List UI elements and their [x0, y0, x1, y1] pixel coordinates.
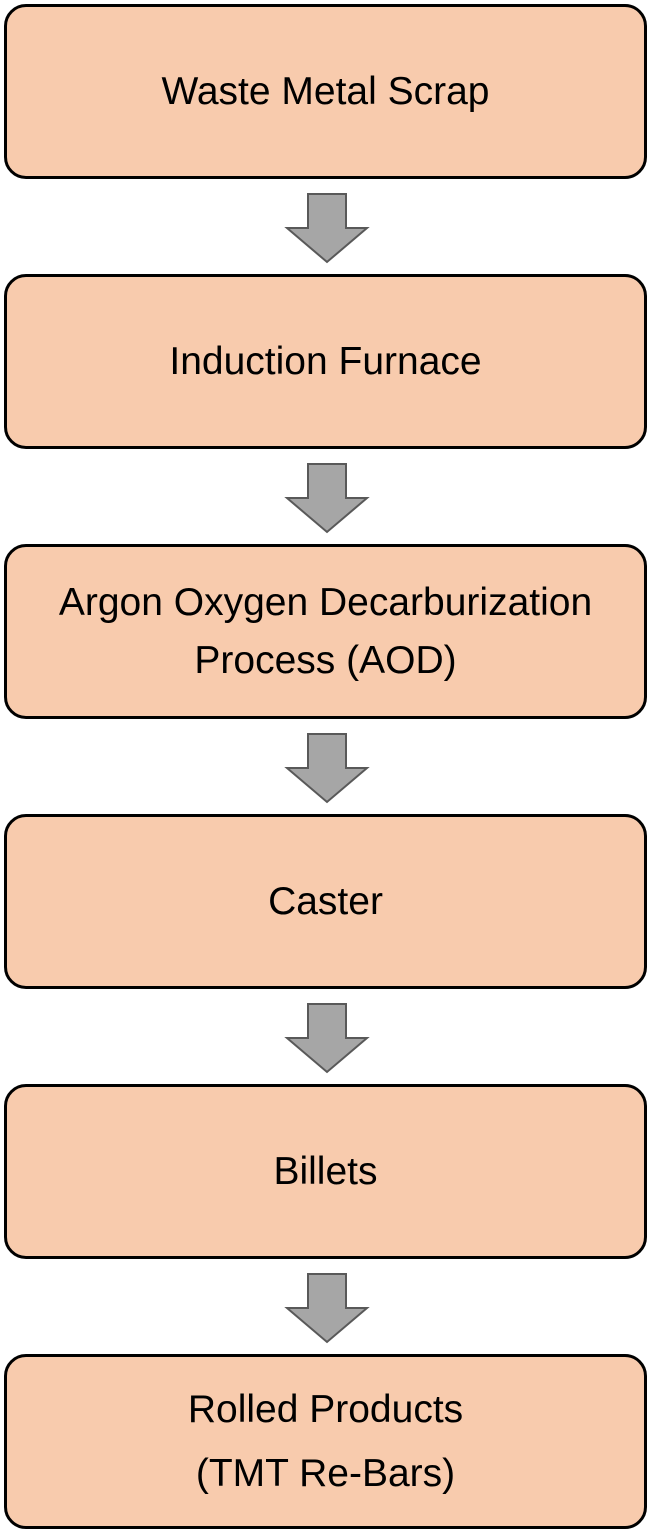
step-label-line-1: Rolled Products — [187, 1387, 464, 1431]
down-arrow-icon — [284, 1273, 370, 1344]
step-rolled-products: Rolled Products (TMT Re-Bars) — [4, 1354, 647, 1529]
step-label: Waste Metal Scrap — [161, 69, 490, 113]
step-argon-oxygen-decarburization: Argon Oxygen Decarburization Process (AO… — [4, 544, 647, 719]
down-arrow-icon — [284, 193, 370, 264]
step-waste-metal-scrap: Waste Metal Scrap — [4, 4, 647, 179]
step-billets: Billets — [4, 1084, 647, 1259]
step-label: Induction Furnace — [169, 339, 482, 383]
step-induction-furnace: Induction Furnace — [4, 274, 647, 449]
down-arrow-icon — [284, 733, 370, 804]
down-arrow-icon — [284, 463, 370, 534]
down-arrow-icon — [284, 1003, 370, 1074]
step-label-line-2: Process (AOD) — [194, 638, 457, 682]
step-caster: Caster — [4, 814, 647, 989]
step-label: Caster — [268, 879, 383, 923]
step-label-line-1: Argon Oxygen Decarburization — [58, 580, 593, 624]
step-label-line-2: (TMT Re-Bars) — [195, 1451, 456, 1495]
step-label: Billets — [273, 1149, 378, 1193]
